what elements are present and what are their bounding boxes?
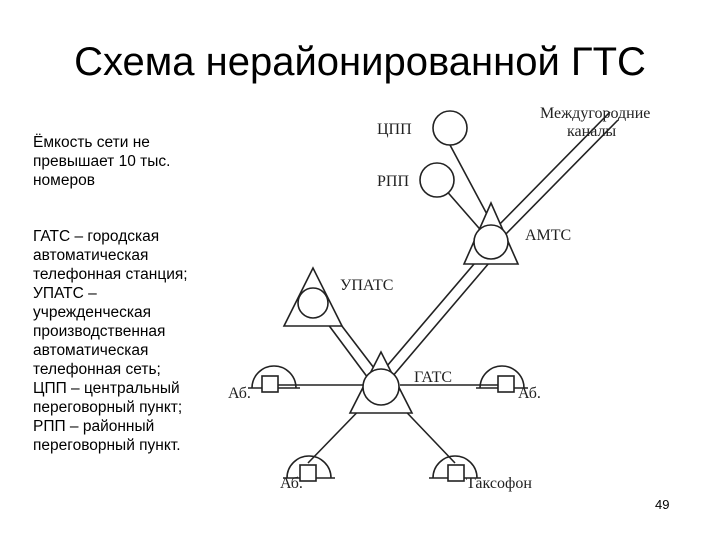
link-amts-gats-b [385, 255, 496, 385]
subscriber-bottom-label: Аб. [280, 475, 303, 492]
upats-circle-icon [297, 287, 329, 319]
intercity-channel-line-b [499, 119, 619, 241]
abbreviation-legend: ГАТС – городская автоматическая телефонн… [33, 228, 188, 454]
link-amts-gats-a [374, 249, 487, 381]
subscriber-left-label: Аб. [228, 385, 251, 402]
amts-label: АМТС [525, 227, 571, 244]
gats-label: ГАТС [414, 369, 452, 386]
rpp-label: РПП [377, 173, 409, 190]
payphone-icon [429, 455, 481, 482]
subscriber-right-label: Аб. [518, 385, 541, 402]
slide-title: Схема нерайонированной ГТС [74, 40, 646, 84]
intercity-channels-label: Междугородние каналы [540, 105, 654, 140]
amts-circle-icon [473, 224, 509, 260]
cpp-label: ЦПП [377, 121, 412, 138]
subscriber-right-phone-icon [476, 365, 528, 393]
intercity-channel-line-a [491, 111, 611, 233]
rpp-circle-icon [419, 162, 455, 198]
subscriber-bottom-phone-icon [283, 455, 335, 482]
subscriber-left-phone-icon [248, 365, 300, 393]
page-number: 49 [655, 497, 670, 512]
payphone-label: Таксофон [466, 475, 532, 492]
cpp-circle-icon [432, 110, 468, 146]
upats-label: УПАТС [340, 277, 393, 294]
capacity-note: Ёмкость сети не превышает 10 тыс. номеро… [33, 134, 171, 189]
gats-circle-icon [362, 368, 400, 406]
